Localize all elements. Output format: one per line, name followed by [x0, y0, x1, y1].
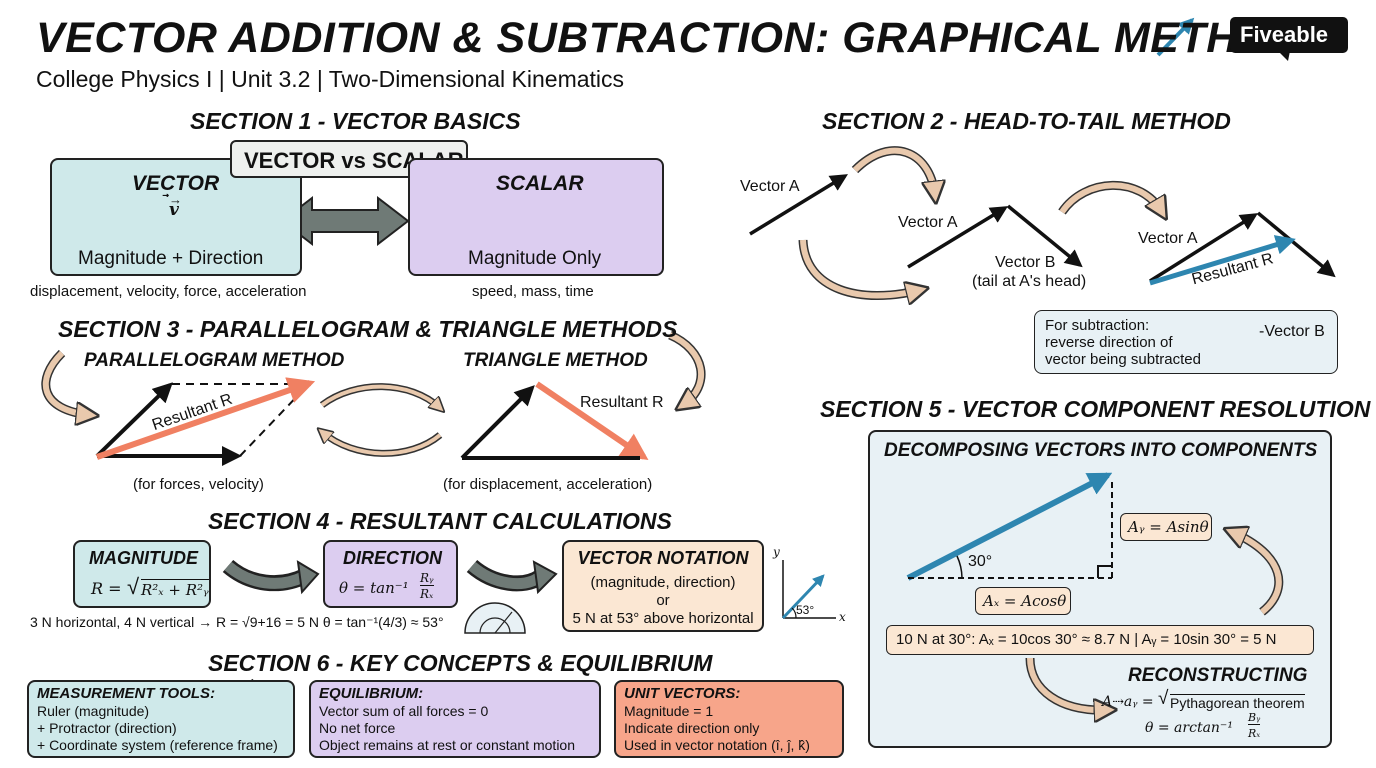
- scalar-heading: SCALAR: [496, 172, 584, 195]
- magnitude-box: MAGNITUDE R = √ R²ₓ + R²ᵧ: [73, 540, 211, 608]
- equilibrium-line2: No net force: [319, 720, 396, 736]
- section3-title: SECTION 3 - PARALLELOGRAM & TRIANGLE MET…: [58, 316, 678, 342]
- reconstruct-line1-lhs: A⇢aᵧ =: [1102, 694, 1154, 710]
- magnitude-formula-lhs: R =: [91, 579, 122, 598]
- brand-logo[interactable]: Fiveable: [1230, 17, 1348, 61]
- subtraction-note-box: For subtraction: reverse direction of ve…: [1034, 310, 1338, 374]
- direction-box: DIRECTION θ = tan⁻¹ Rᵧ Rₓ: [323, 540, 458, 608]
- s2-step3-resultant: [1149, 235, 1296, 286]
- equilibrium-heading: EQUILIBRIUM:: [319, 685, 424, 702]
- s2-step2-vector-b: [1006, 204, 1083, 268]
- magnitude-formula-rhs: R²ₓ + R²ᵧ: [141, 579, 209, 599]
- components-example-box: 10 N at 30°: Aₓ = 10cos 30° ≈ 8.7 N | Aᵧ…: [886, 625, 1314, 655]
- equilibrium-line3: Object remains at rest or constant motio…: [319, 737, 575, 753]
- subtraction-line3: vector being subtracted: [1045, 351, 1201, 368]
- magnitude-heading: MAGNITUDE: [89, 548, 198, 568]
- vector-symbol: v: [169, 200, 179, 220]
- notation-box: VECTOR NOTATION (magnitude, direction) o…: [562, 540, 764, 632]
- s2-step1-label: Vector A: [740, 178, 800, 195]
- notation-line1: (magnitude, direction): [590, 574, 736, 591]
- reconstruct-num: Bᵧ: [1248, 711, 1261, 725]
- subtraction-line1: For subtraction:: [1045, 317, 1150, 334]
- s2-step3-vector-a: [1149, 213, 1258, 283]
- para-dashed-right: [239, 387, 306, 457]
- axis-x-label: x: [839, 610, 846, 624]
- components-heading: DECOMPOSING VECTORS INTO COMPONENTS: [884, 440, 1318, 461]
- title-arrow-icon: [1156, 17, 1195, 57]
- direction-formula-lhs: θ = tan⁻¹: [339, 579, 409, 597]
- tools-line3: + Coordinate system (reference frame): [37, 737, 278, 753]
- scalar-box: SCALAR Magnitude Only: [408, 158, 664, 276]
- section1-title: SECTION 1 - VECTOR BASICS: [190, 108, 521, 134]
- components-angle-label: 30°: [968, 553, 993, 570]
- scalar-examples: speed, mass, time: [472, 283, 594, 300]
- s4-axis-vector: [781, 574, 825, 620]
- section4-example: 3 N horizontal, 4 N vertical → R = √9+16…: [30, 614, 444, 630]
- notation-line3: 5 N at 53° above horizontal: [572, 610, 754, 627]
- s2-step3-label-a: Vector A: [1138, 230, 1198, 247]
- vector-examples: displacement, velocity, force, accelerat…: [30, 283, 307, 300]
- unit-vectors-line1: Magnitude = 1: [624, 703, 714, 719]
- unit-vectors-line3: Used in vector notation (î, ĵ, k̂): [624, 737, 810, 753]
- scalar-desc: Magnitude Only: [468, 248, 602, 269]
- section5-title: SECTION 5 - VECTOR COMPONENT RESOLUTION: [820, 396, 1371, 422]
- triangle-note: (for displacement, acceleration): [443, 476, 653, 493]
- s5-vector-a: [906, 472, 1113, 581]
- sqrt-icon: √: [127, 574, 140, 599]
- parallelogram-heading: PARALLELOGRAM METHOD: [84, 350, 345, 371]
- s2-step2-vector-a: [907, 206, 1008, 269]
- reconstruct-sqrt-icon: √: [1158, 688, 1169, 709]
- ay-label-box: Aᵧ = Asinθ: [1120, 513, 1212, 541]
- direction-heading: DIRECTION: [343, 548, 442, 568]
- page-subtitle: College Physics I | Unit 3.2 | Two-Dimen…: [36, 66, 625, 92]
- vector-desc: Magnitude + Direction: [78, 248, 264, 269]
- notation-heading: VECTOR NOTATION: [577, 548, 749, 568]
- reconstruct-line1-rhs: Pythagorean theorem: [1170, 694, 1305, 711]
- section4-title: SECTION 4 - RESULTANT CALCULATIONS: [208, 508, 672, 534]
- equilibrium-line1: Vector sum of all forces = 0: [319, 703, 489, 719]
- parallelogram-note: (for forces, velocity): [133, 476, 264, 493]
- equilibrium-box: EQUILIBRIUM: Vector sum of all forces = …: [309, 680, 601, 758]
- triangle-heading: TRIANGLE METHOD: [463, 350, 648, 371]
- triangle-resultant-label: Resultant R: [580, 394, 664, 411]
- s2-step2-note: (tail at A's head): [972, 273, 1087, 290]
- s5-curve-down: [1025, 657, 1109, 715]
- s2-step1-vector-a: [749, 174, 848, 236]
- direction-num: Rᵧ: [420, 571, 434, 586]
- notation-line2: or: [656, 592, 670, 609]
- ay-label: Aᵧ = Asinθ: [1128, 518, 1209, 536]
- unit-vectors-line2: Indicate direction only: [624, 720, 760, 736]
- subtraction-line2: reverse direction of: [1045, 334, 1173, 351]
- reconstruct-den: Rₓ: [1248, 727, 1261, 740]
- axis-y-label: y: [773, 545, 780, 559]
- para-resultant: [96, 377, 316, 460]
- brand-name: Fiveable: [1240, 22, 1329, 47]
- direction-den: Rₓ: [420, 587, 434, 601]
- s2-step2-label-b: Vector B: [995, 254, 1056, 271]
- unit-vectors-heading: UNIT VECTORS:: [624, 685, 741, 702]
- vector-heading: VECTOR: [132, 172, 220, 195]
- ax-label-box: Aₓ = Acosθ: [975, 587, 1071, 615]
- s2-step2-label-a: Vector A: [898, 214, 958, 231]
- tri-vector-b: [535, 381, 649, 461]
- page-title: VECTOR ADDITION & SUBTRACTION: GRAPHICAL…: [36, 14, 1333, 62]
- section6-title: SECTION 6 - KEY CONCEPTS & EQUILIBRIUM: [208, 650, 713, 676]
- s2-curve-arrow-2: [798, 239, 922, 301]
- unit-vectors-box: UNIT VECTORS: Magnitude = 1 Indicate dir…: [614, 680, 844, 758]
- axis-angle-label: 53°: [796, 603, 815, 617]
- vector-symbol-arrow-icon: ⃗→: [169, 192, 182, 207]
- section2-title: SECTION 2 - HEAD-TO-TAIL METHOD: [822, 108, 1231, 134]
- tools-box: MEASUREMENT TOOLS: Ruler (magnitude) + P…: [27, 680, 295, 758]
- components-example: 10 N at 30°: Aₓ = 10cos 30° ≈ 8.7 N | Aᵧ…: [896, 631, 1277, 648]
- tools-heading: MEASUREMENT TOOLS:: [37, 685, 216, 702]
- tools-line1: Ruler (magnitude): [37, 703, 150, 719]
- para-vector-top: [95, 382, 173, 458]
- protractor-icon: [464, 602, 526, 634]
- tools-line2: + Protractor (direction): [37, 720, 177, 736]
- tri-vector-a: [460, 385, 535, 460]
- reconstruct-line2-lhs: θ = arctan⁻¹: [1145, 720, 1233, 736]
- ax-label: Aₓ = Acosθ: [983, 592, 1067, 610]
- reconstruct-heading: RECONSTRUCTING: [1128, 665, 1308, 686]
- neg-vector-label: -Vector B: [1259, 323, 1325, 340]
